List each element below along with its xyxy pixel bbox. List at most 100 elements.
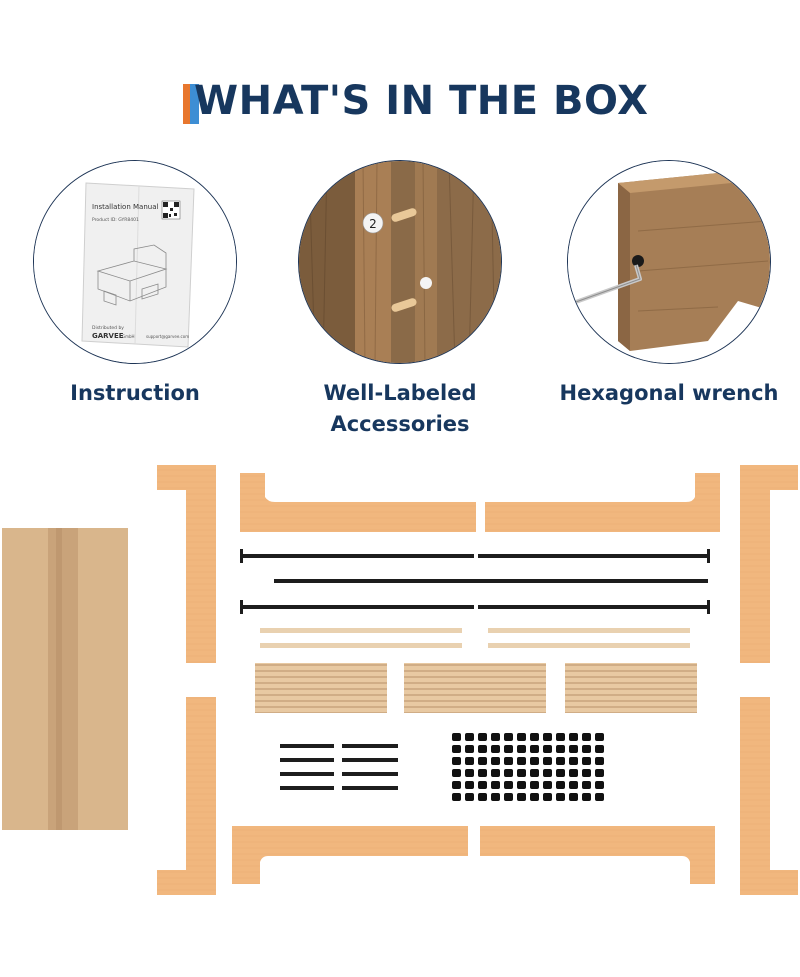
- plastic-clip: [556, 745, 565, 753]
- thin-slats: [260, 628, 690, 648]
- bottom-right-rail: [480, 826, 715, 884]
- plastic-clip: [465, 733, 474, 741]
- ladder-illustration: 2: [299, 161, 501, 363]
- plastic-clip: [504, 769, 513, 777]
- plastic-clip: [530, 769, 539, 777]
- metal-bars: [240, 549, 710, 614]
- top-right-rail: [485, 473, 720, 532]
- instruction-label: Instruction: [70, 381, 200, 405]
- plastic-clip: [465, 757, 474, 765]
- plastic-clip: [452, 769, 461, 777]
- bottom-left-rail: [232, 826, 468, 884]
- plastic-clip: [595, 769, 604, 777]
- manual-product-line: Product ID: GYR8401: [92, 217, 139, 223]
- plastic-clip: [517, 781, 526, 789]
- plastic-clip: [543, 769, 552, 777]
- plastic-clip: [595, 757, 604, 765]
- plastic-clip: [569, 733, 578, 741]
- plastic-clip: [569, 757, 578, 765]
- plastic-clip: [556, 781, 565, 789]
- plastic-clip: [452, 757, 461, 765]
- plastic-clip: [465, 781, 474, 789]
- wrench-illustration: [568, 161, 770, 363]
- plastic-clip: [556, 793, 565, 801]
- cardboard-board: [2, 528, 128, 830]
- plastic-clip: [491, 745, 500, 753]
- plastic-clip: [465, 745, 474, 753]
- manual-illustration: Installation Manual Product ID: GYR8401 …: [34, 161, 236, 363]
- plastic-clip: [517, 745, 526, 753]
- plastic-clip: [452, 781, 461, 789]
- title-accent-bar-blue: [190, 84, 199, 124]
- plastic-clip: [543, 757, 552, 765]
- plastic-clip: [543, 793, 552, 801]
- hook-brackets: [280, 744, 398, 790]
- plastic-clip: [595, 781, 604, 789]
- manual-brand-caption: Distributed by: [92, 325, 124, 331]
- header: WHAT'S IN THE BOX: [0, 78, 800, 138]
- plastic-clips: [452, 733, 604, 801]
- right-lower-side-panel: [740, 697, 798, 895]
- plastic-clip: [478, 793, 487, 801]
- accessories-label: Well-Labeled Accessories: [323, 381, 477, 436]
- manual-brand: GARVEE: [92, 332, 124, 340]
- manual-email: support@garvee.com: [146, 334, 189, 339]
- parts-layout: [2, 465, 798, 895]
- slat-bundles: [255, 663, 697, 713]
- page-title: WHAT'S IN THE BOX: [194, 78, 649, 124]
- plastic-clip: [530, 793, 539, 801]
- plastic-clip: [595, 745, 604, 753]
- left-lower-side-panel: [157, 697, 216, 895]
- plastic-clip: [517, 793, 526, 801]
- manual-heading: Installation Manual: [92, 203, 158, 211]
- plastic-clip: [595, 793, 604, 801]
- plastic-clip: [530, 757, 539, 765]
- plastic-clip: [530, 745, 539, 753]
- plastic-clip: [478, 757, 487, 765]
- plastic-clip: [478, 769, 487, 777]
- plastic-clip: [543, 745, 552, 753]
- plastic-clip: [582, 793, 591, 801]
- plastic-clip: [517, 757, 526, 765]
- plastic-clip: [556, 769, 565, 777]
- top-left-rail: [240, 473, 476, 532]
- plastic-clip: [556, 733, 565, 741]
- plastic-clip: [452, 745, 461, 753]
- plastic-clip: [582, 769, 591, 777]
- plastic-clip: [504, 781, 513, 789]
- plastic-clip: [478, 745, 487, 753]
- wrench-label: Hexagonal wrench: [559, 381, 779, 405]
- plastic-clip: [465, 769, 474, 777]
- title-accent-bar: [183, 84, 190, 124]
- plastic-clip: [595, 733, 604, 741]
- plastic-clip: [569, 745, 578, 753]
- plastic-clip: [504, 733, 513, 741]
- plastic-clip: [517, 769, 526, 777]
- plastic-clip: [582, 757, 591, 765]
- plastic-clip: [569, 781, 578, 789]
- plastic-clip: [491, 757, 500, 765]
- plastic-clip: [530, 781, 539, 789]
- plastic-clip: [543, 733, 552, 741]
- right-upper-side-panel: [740, 465, 798, 663]
- plastic-clip: [491, 769, 500, 777]
- left-upper-side-panel: [157, 465, 216, 663]
- plastic-clip: [530, 733, 539, 741]
- instruction-image: Installation Manual Product ID: GYR8401 …: [33, 160, 237, 364]
- plastic-clip: [478, 733, 487, 741]
- plastic-clip: [491, 781, 500, 789]
- plastic-clip: [543, 781, 552, 789]
- plastic-clip: [517, 733, 526, 741]
- plastic-clip: [582, 745, 591, 753]
- plastic-clip: [556, 757, 565, 765]
- accessories-image: 2: [298, 160, 502, 364]
- plastic-clip: [504, 745, 513, 753]
- plastic-clip: [504, 757, 513, 765]
- plastic-clip: [504, 793, 513, 801]
- ladder-tag-number: 2: [369, 217, 377, 231]
- wrench-image: [567, 160, 771, 364]
- plastic-clip: [582, 733, 591, 741]
- plastic-clip: [465, 793, 474, 801]
- plastic-clip: [452, 733, 461, 741]
- plastic-clip: [491, 733, 500, 741]
